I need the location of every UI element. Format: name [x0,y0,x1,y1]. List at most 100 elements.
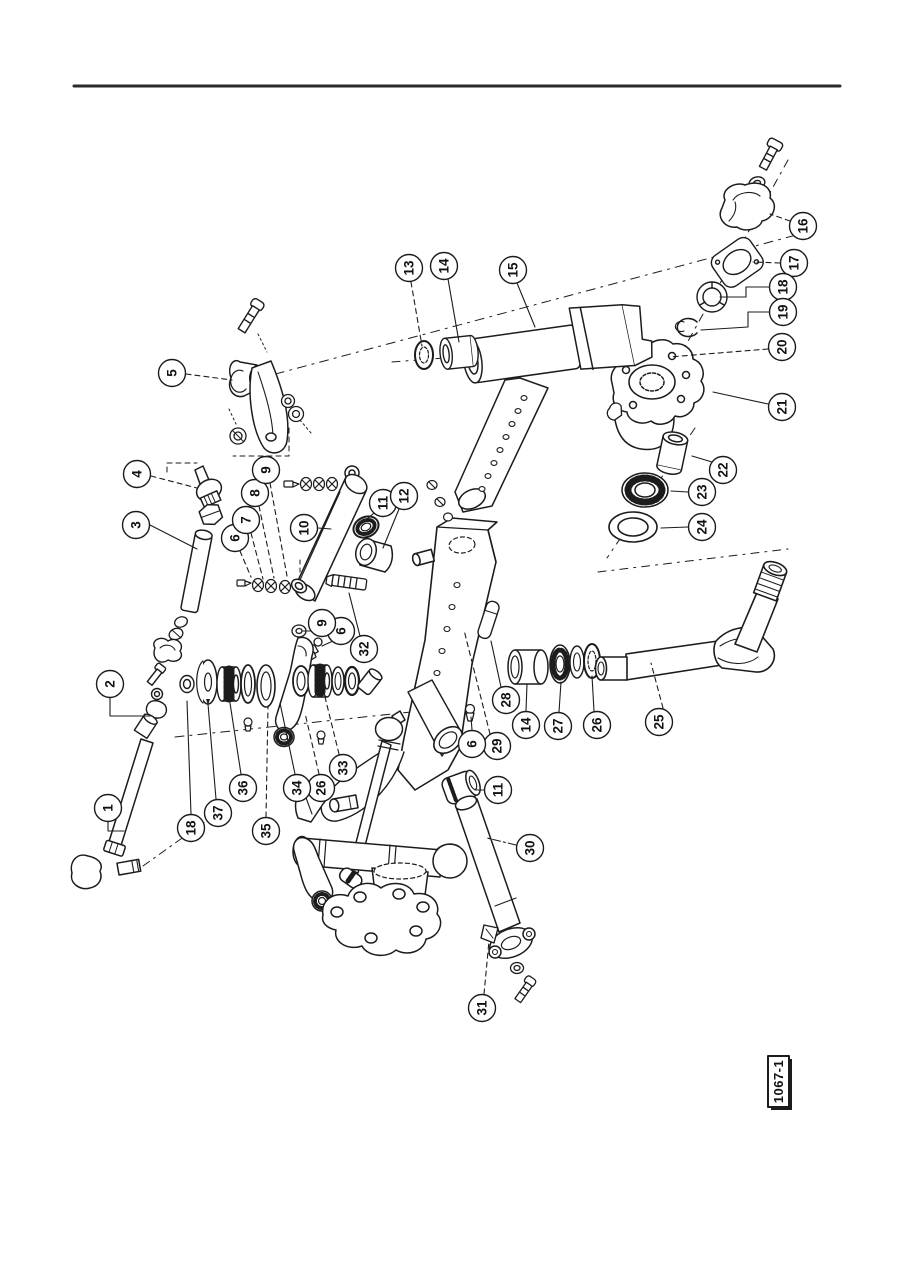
leader-line-28 [490,640,502,688]
callout-balloon-33 [328,753,358,783]
callout-14: 14 [511,683,541,740]
callout-24: 24 [660,512,717,542]
callout-number-6: 6 [334,627,349,635]
leader-line-13 [410,281,423,347]
callout-balloon-30 [515,833,545,863]
callout-5: 5 [157,358,233,388]
callout-number-34: 34 [290,780,305,796]
callout-26: 26 [582,675,612,740]
leader-line-6 [239,550,252,578]
part-tube-3 [180,529,213,614]
leader-line-5 [185,373,233,381]
part-flange-washer [509,961,525,975]
callout-balloon-24 [687,512,717,542]
callout-number-16: 16 [796,218,811,234]
callout-28: 28 [490,640,521,715]
leader-line-9 [269,482,288,577]
part-ring-34 [292,665,310,697]
callout-34: 34 [279,702,312,803]
part-clamp-2 [133,637,183,740]
part-stud-32 [325,573,368,591]
callout-number-35: 35 [259,823,274,839]
callout-4: 4 [122,459,198,489]
callout-1: 1 [93,793,125,832]
part-tie-rod-1 [70,738,154,890]
callout-number-6: 6 [228,534,243,542]
callout-number-21: 21 [775,399,790,415]
part-washer-row-upper [283,476,339,492]
callout-number-18: 18 [184,820,199,836]
leader-line-17 [752,261,781,264]
leader-line-14 [447,278,460,343]
part-cap-screw [758,137,784,171]
part-washer-row-lower [236,577,292,595]
callout-number-27: 27 [551,718,566,733]
part-pin-28 [477,600,500,640]
leader-line-7 [250,532,264,580]
part-bearing-26 [307,663,333,699]
callout-balloon-11 [483,775,513,805]
part-bearing-23 [621,472,669,508]
part-axle-beam [320,517,498,822]
callout-balloon-5 [157,358,187,388]
callout-18: 18 [719,272,798,302]
part-bushing-14 [439,334,479,370]
callout-balloon-26 [582,710,612,740]
callout-balloon-15 [498,255,528,285]
callout-balloon-7 [231,505,261,535]
callout-number-9: 9 [259,466,274,474]
callout-balloon-16 [788,211,818,241]
leader-line-26 [304,712,320,775]
leader-line-22 [691,455,713,463]
figure-code-box: 1067-1 [767,1055,792,1110]
part-seal-24 [608,511,658,543]
callout-number-2: 2 [103,680,118,688]
leader-line-16 [769,213,791,222]
callout-number-14: 14 [519,717,534,733]
callout-30: 30 [486,833,545,863]
part-stub-axle-25 [594,560,788,681]
part-arm-nuts [229,393,305,445]
part-washer-27 [569,645,585,679]
leader-line-33 [324,696,340,755]
callout-balloon-22 [708,455,738,485]
callout-number-22: 22 [716,462,731,477]
part-gasket [710,236,764,288]
callout-number-25: 25 [652,714,667,730]
callout-balloon-18 [176,813,206,843]
leader-line-29 [463,629,491,735]
callout-number-29: 29 [490,738,505,753]
callout-balloon-14 [511,710,541,740]
callout-balloon-28 [491,685,521,715]
callout-number-6: 6 [465,740,480,748]
callout-balloon-12 [389,481,419,511]
callout-number-4: 4 [130,470,145,478]
callout-number-15: 15 [506,262,521,278]
callout-balloon-14 [429,251,459,281]
part-pivot-arm-15 [454,303,653,513]
part-nut-18 [179,674,195,694]
callout-22: 22 [691,455,738,485]
callout-number-20: 20 [775,339,790,354]
callout-number-24: 24 [695,519,710,535]
callout-balloon-17 [779,248,809,278]
leader-line-37 [207,703,217,800]
leader-line-12 [382,508,400,549]
callout-balloon-23 [687,477,717,507]
callout-balloon-36 [228,773,258,803]
callout-23: 23 [670,477,717,507]
callout-number-36: 36 [236,780,251,796]
callout-number-3: 3 [129,521,144,529]
callout-number-14: 14 [437,258,452,274]
figure-code: 1067-1 [771,1060,786,1103]
callout-29: 29 [463,629,512,761]
callout-10: 10 [289,513,332,543]
callout-9: 9 [251,455,288,577]
part-tie-rod-end-4 [194,465,224,526]
leader-line-14 [525,683,528,712]
callout-number-33: 33 [336,760,351,776]
part-bushing-12 [354,537,394,573]
callout-8: 8 [240,478,275,579]
